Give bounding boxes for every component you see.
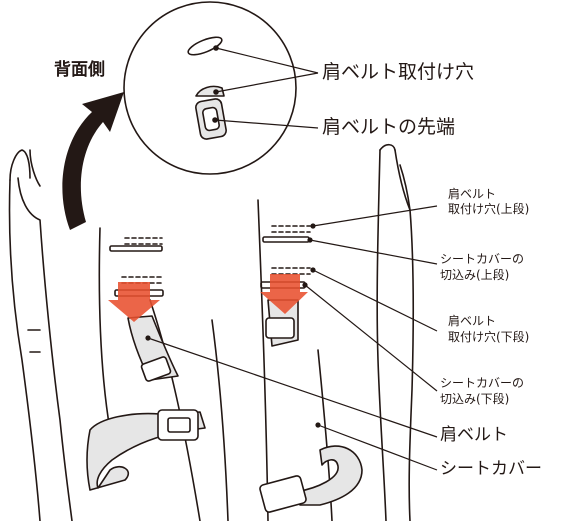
left-lower-belt xyxy=(86,409,206,491)
belt-hole-label: 肩ベルト取付け穴 xyxy=(322,61,475,83)
leader-lines xyxy=(145,45,438,471)
upper-hole-label-line1: 肩ベルト xyxy=(448,187,497,201)
upper-cut-label-line1: シートカバーの xyxy=(440,252,525,266)
red-arrow-icon-right xyxy=(260,274,308,314)
seat-cover-label: シートカバー xyxy=(440,459,542,479)
lower-cut-label-line2: 切込み(下段) xyxy=(440,392,510,406)
red-arrow-icon-left xyxy=(108,282,160,322)
lower-cut-label-line1: シートカバーの xyxy=(440,376,525,390)
left-belt-strap xyxy=(127,315,179,382)
belt-tip-label: 肩ベルトの先端 xyxy=(322,116,456,138)
upper-cut-label-line2: 切込み(上段) xyxy=(440,268,510,282)
right-seat-back xyxy=(257,143,415,521)
left-seat-back xyxy=(8,149,229,521)
back-side-label: 背面側 xyxy=(54,60,105,80)
shoulder-belt-label: 肩ベルト xyxy=(440,425,508,445)
upper-hole-label-line2: 取付け穴(上段) xyxy=(448,202,530,216)
right-lower-belt xyxy=(259,445,363,513)
curved-arrow-icon xyxy=(62,92,124,230)
lower-hole-label-line1: 肩ベルト xyxy=(448,314,497,328)
detail-magnifier xyxy=(123,1,297,175)
lower-hole-label-line2: 取付け穴(下段) xyxy=(448,330,530,344)
right-belt-strap xyxy=(265,299,299,347)
